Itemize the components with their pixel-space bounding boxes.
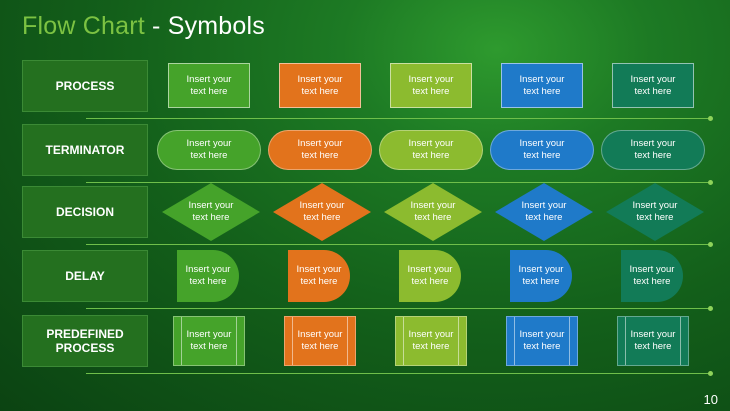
row-divider (86, 180, 713, 185)
row-label: PREDEFINED PROCESS (22, 315, 148, 367)
diamond-shape (384, 183, 482, 241)
row-label: TERMINATOR (22, 124, 148, 176)
divider-dot (708, 242, 713, 247)
row-label: DECISION (22, 186, 148, 238)
title-rest: - Symbols (144, 12, 265, 40)
page-number: 10 (703, 392, 718, 407)
diamond-shape (162, 183, 260, 241)
diamond-shape (606, 183, 704, 241)
title-accent: Flow Chart (22, 12, 145, 40)
divider-dot (708, 116, 713, 121)
row-divider (86, 116, 713, 121)
diamond-shape (495, 183, 593, 241)
row-label: PROCESS (22, 60, 148, 112)
row-divider (86, 242, 713, 247)
diamond-shape (273, 183, 371, 241)
divider-dot (708, 371, 713, 376)
slide-title: Flow Chart - Symbols (22, 12, 265, 41)
divider-dot (708, 180, 713, 185)
divider-dot (708, 306, 713, 311)
row-divider (86, 371, 713, 376)
row-divider (86, 306, 713, 311)
row-label: DELAY (22, 250, 148, 302)
